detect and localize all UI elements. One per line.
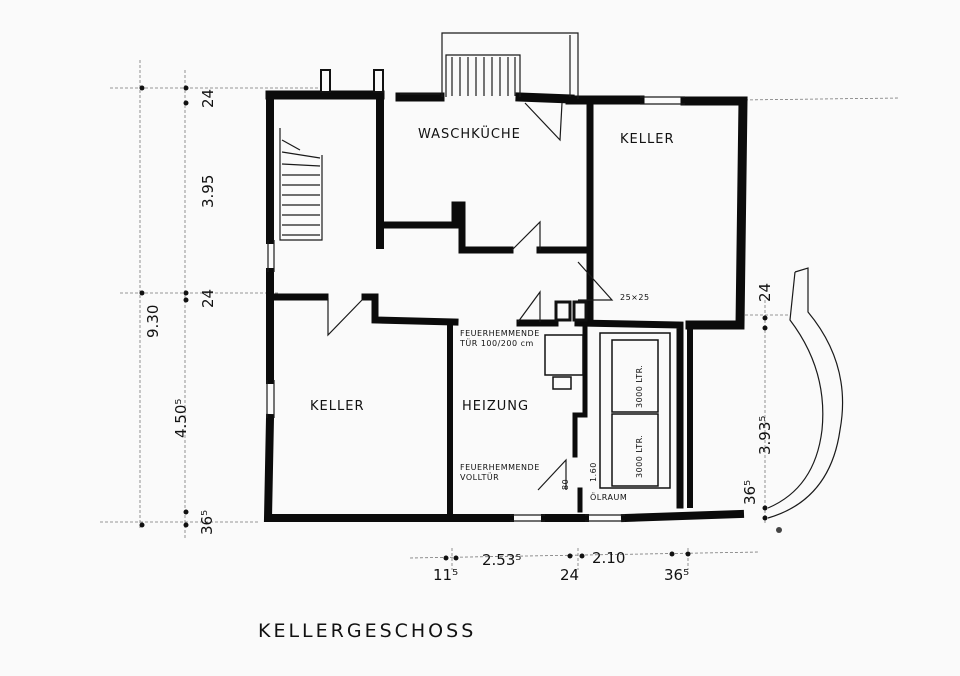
dim-bottom-3: 24 [560,566,579,584]
dim-right-top: 24 [756,283,774,302]
door-swings [327,102,614,491]
dim-right-mid: 3.93⁵ [756,416,774,455]
room-label-waschkueche: WASCHKÜCHE [418,125,521,142]
room-label-keller-sw: KELLER [310,399,364,414]
interior-walls [271,93,693,518]
fire-door-note-bottom-line2: VOLLTÜR [460,472,499,482]
plan-title: KELLERGESCHOSS [258,620,476,642]
windows [266,93,685,522]
door-width-note: 1.60 [589,462,598,482]
dim-left-mid: 24 [199,289,217,308]
dim-left-lower: 4.50⁵ [172,399,190,438]
oil-tank-label-2: 3000 LTR. [635,435,644,478]
room-label-heizung: HEIZUNG [462,399,529,414]
interior-stair [279,128,323,241]
dim-bottom-2: 2.53⁵ [482,551,521,569]
dim-right-bottom: 36⁵ [741,480,759,505]
dim-bottom-1: 11⁵ [433,566,458,584]
stray-dot [776,527,782,533]
vent-pipes [320,69,384,93]
door-width-note-2: 80 [561,479,570,490]
chimney [554,300,588,322]
dim-left-bottom: 36⁵ [198,510,216,535]
oil-tanks [599,332,671,489]
dim-bottom-5: 36⁵ [664,566,689,584]
fire-door-note-bottom-line1: FEUERHEMMENDE [460,463,540,472]
fire-door-note-top-line1: FEUERHEMMENDE [460,329,540,338]
dim-left-top: 24 [199,89,217,108]
outer-walls [263,90,748,523]
room-label-keller-ne: KELLER [620,132,674,147]
oil-tank-label-1: 3000 LTR. [635,365,644,408]
dim-bottom-4: 2.10 [592,549,625,567]
fire-door-note-top-line2: TÜR 100/200 cm [459,338,534,348]
room-label-oelraum: ÖLRAUM [590,492,627,502]
dimension-ticks [139,85,768,561]
exterior-stair [441,32,579,99]
boiler [544,334,584,390]
curved-wall [767,267,844,519]
chimney-size-note: 25×25 [620,293,650,302]
dimension-lines [100,60,901,570]
dim-left-upper: 3.95 [199,175,217,208]
dim-left-total: 9.30 [144,305,162,338]
